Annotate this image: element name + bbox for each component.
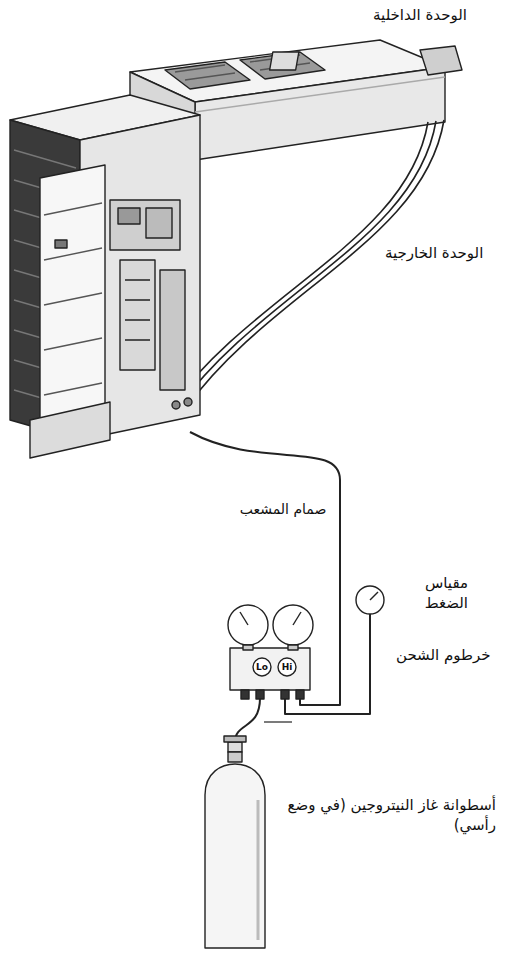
unit-label: الوحدة الداخلية xyxy=(373,6,467,26)
knob-label: Hi xyxy=(282,663,293,672)
leader-line xyxy=(264,721,292,722)
outdoor-unit-figure xyxy=(10,95,200,458)
part-label: صمام المشعب xyxy=(240,500,327,518)
knob-label: Lo xyxy=(256,663,268,672)
hoses xyxy=(190,432,370,742)
manifold-gauge-figure xyxy=(228,586,384,699)
unit-label: الوحدة الخارجية xyxy=(385,244,483,264)
nitrogen-cylinder-figure xyxy=(205,736,265,948)
part-label: خرطوم الشحن xyxy=(396,646,491,666)
part-label: مقياس الضغط xyxy=(398,574,468,613)
refrigerant-pipes xyxy=(170,120,444,408)
part-label: أسطوانة غاز النيتروجين (في وضع رأسي) xyxy=(286,796,496,835)
